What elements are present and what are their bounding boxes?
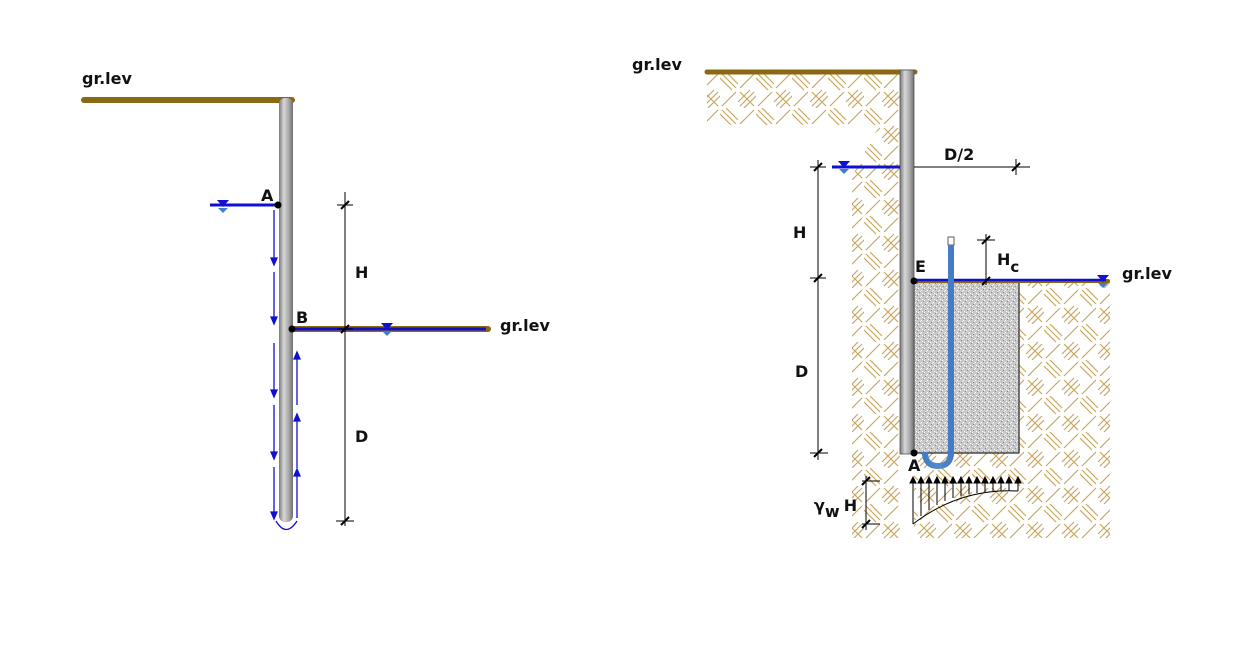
point-a-marker bbox=[910, 449, 918, 457]
seepage-flow-up bbox=[293, 350, 301, 518]
water-level-icon bbox=[381, 323, 393, 336]
dim-d-label: D bbox=[355, 427, 368, 446]
dim-d-half-label: D/2 bbox=[944, 145, 974, 164]
point-e-marker bbox=[910, 277, 918, 285]
point-a-label: A bbox=[908, 456, 921, 475]
left-excavation-label: gr.lev bbox=[500, 316, 550, 335]
right-ground-label: gr.lev bbox=[632, 55, 682, 74]
dim-hc-sub: c bbox=[1010, 258, 1019, 276]
seepage-flow-down bbox=[270, 210, 278, 521]
right-diagram: gr.lev gr.lev E A bbox=[632, 55, 1172, 538]
dim-hc-main: H bbox=[997, 250, 1010, 269]
left-diagram: gr.lev A B gr.lev bbox=[81, 69, 550, 531]
point-b-marker bbox=[288, 325, 296, 333]
left-dimension-lines bbox=[336, 192, 354, 526]
point-a-label: A bbox=[261, 186, 274, 205]
piezometer-top bbox=[947, 236, 955, 246]
pressure-dimension-lines bbox=[861, 476, 880, 530]
water-level-icon bbox=[217, 200, 229, 213]
filter-block bbox=[913, 280, 1020, 454]
retained-soil bbox=[707, 72, 900, 538]
dim-h-label: H bbox=[355, 263, 368, 282]
right-excavation-label: gr.lev bbox=[1122, 264, 1172, 283]
point-b-label: B bbox=[296, 308, 308, 327]
left-ground-label: gr.lev bbox=[82, 69, 132, 88]
pressure-gamma: γ bbox=[814, 496, 825, 515]
right-dimension-lines bbox=[810, 160, 828, 460]
left-sheet-pile bbox=[279, 98, 293, 522]
right-sheet-pile bbox=[899, 69, 915, 455]
uplift-pressure-diagram bbox=[909, 475, 1022, 525]
pressure-sub: w bbox=[825, 502, 840, 521]
dim-h-label: H bbox=[793, 223, 806, 242]
dim-hc-lines bbox=[977, 234, 995, 286]
water-level-icon bbox=[838, 161, 850, 174]
pressure-h: H bbox=[844, 496, 857, 515]
dim-d-half-lines bbox=[914, 159, 1030, 175]
seepage-flow-turn bbox=[275, 520, 298, 531]
point-a-marker bbox=[274, 201, 282, 209]
water-level-icon bbox=[1097, 275, 1109, 288]
dim-hc-label: Hc bbox=[997, 250, 1019, 276]
dim-d-label: D bbox=[795, 362, 808, 381]
point-e-label: E bbox=[915, 257, 926, 276]
